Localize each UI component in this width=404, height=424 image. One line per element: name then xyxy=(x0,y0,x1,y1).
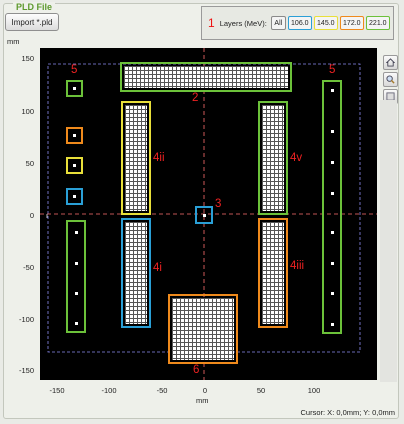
annotation-2: 2 xyxy=(192,92,199,104)
x-axis-unit: mm xyxy=(196,396,209,405)
spot xyxy=(73,164,76,167)
pld-plot-area[interactable]: 5 5 2 4ii 4v 3 4i 4iii 6 xyxy=(40,48,377,380)
field-4v-grid xyxy=(262,105,284,211)
spot xyxy=(75,292,78,295)
x-tick-label: 100 xyxy=(307,386,321,395)
layer-button-145[interactable]: 145.0 xyxy=(313,16,338,30)
spot xyxy=(331,161,334,164)
toolbar-strip xyxy=(380,100,397,382)
spot xyxy=(331,323,334,326)
y-tick-label: 50 xyxy=(25,159,34,168)
layers-selector: 1 Layers (MeV): All 106.0 145.0 172.0 22… xyxy=(201,6,394,40)
field-2-outline xyxy=(120,62,292,92)
spot xyxy=(331,130,334,133)
annotation-4i: 4i xyxy=(153,262,162,274)
y-tick-label: 150 xyxy=(21,54,34,63)
zoom-button[interactable] xyxy=(383,72,398,87)
annotation-5-right: 5 xyxy=(329,64,336,76)
field-4i-outline xyxy=(121,218,151,328)
y-tick-label: -150 xyxy=(18,366,34,375)
spot xyxy=(73,134,76,137)
spot xyxy=(331,192,334,195)
field-4iii-grid xyxy=(262,222,284,324)
cursor-readout: Cursor: X: 0,0mm; Y: 0,0mm xyxy=(300,408,395,417)
layer-button-106[interactable]: 106.0 xyxy=(287,16,312,30)
x-tick-label: -50 xyxy=(156,386,168,395)
layer-button-221[interactable]: 221.0 xyxy=(365,16,390,30)
spot xyxy=(75,262,78,265)
spot xyxy=(75,322,78,325)
import-pld-button[interactable]: Import *.pld xyxy=(5,13,59,31)
field-6-grid xyxy=(172,298,234,360)
y-axis-unit: mm xyxy=(7,37,20,46)
y-tick-label: 0 xyxy=(29,211,34,220)
layers-label: Layers (MeV): xyxy=(219,18,267,28)
field-5-left-column xyxy=(66,220,86,333)
annotation-4v: 4v xyxy=(290,152,303,164)
field-4v-outline xyxy=(258,101,288,215)
field-6-outline xyxy=(168,294,238,364)
layer-button-all[interactable]: All xyxy=(270,16,286,30)
field-3-outline xyxy=(195,206,213,224)
zoom-icon xyxy=(386,75,395,84)
x-tick-label: 50 xyxy=(256,386,266,395)
layers-annotation-number: 1 xyxy=(208,16,215,30)
field-4iii-outline xyxy=(258,218,288,328)
spot xyxy=(331,89,334,92)
spot xyxy=(75,231,78,234)
yellow-spot-square xyxy=(66,157,83,174)
field-4ii-outline xyxy=(121,101,151,215)
blue-spot-square xyxy=(66,188,83,205)
home-icon xyxy=(386,58,395,67)
annotation-5-left: 5 xyxy=(71,64,78,76)
x-tick-label: 0 xyxy=(202,386,208,395)
spot xyxy=(331,262,334,265)
y-tick-label: -50 xyxy=(23,263,34,272)
field-5-right-column xyxy=(322,80,342,334)
y-tick-label: -100 xyxy=(18,315,34,324)
layer-button-172[interactable]: 172.0 xyxy=(339,16,364,30)
field-4i-grid xyxy=(125,222,147,324)
annotation-6: 6 xyxy=(193,364,200,376)
spot xyxy=(331,231,334,234)
spot xyxy=(203,214,206,217)
spot xyxy=(331,292,334,295)
panel-title: PLD File xyxy=(13,2,56,12)
annotation-4iii: 4iii xyxy=(290,260,305,272)
x-tick-label: -100 xyxy=(101,386,117,395)
x-tick-label: -150 xyxy=(49,386,65,395)
annotation-4ii: 4ii xyxy=(153,152,165,164)
spot xyxy=(73,87,76,90)
spot xyxy=(73,195,76,198)
field-5-left-square xyxy=(66,80,83,97)
field-2-grid xyxy=(124,66,288,88)
field-4ii-grid xyxy=(125,105,147,211)
home-button[interactable] xyxy=(383,55,398,70)
annotation-3: 3 xyxy=(215,198,222,210)
orange-spot-square xyxy=(66,127,83,144)
y-tick-label: 100 xyxy=(21,107,34,116)
